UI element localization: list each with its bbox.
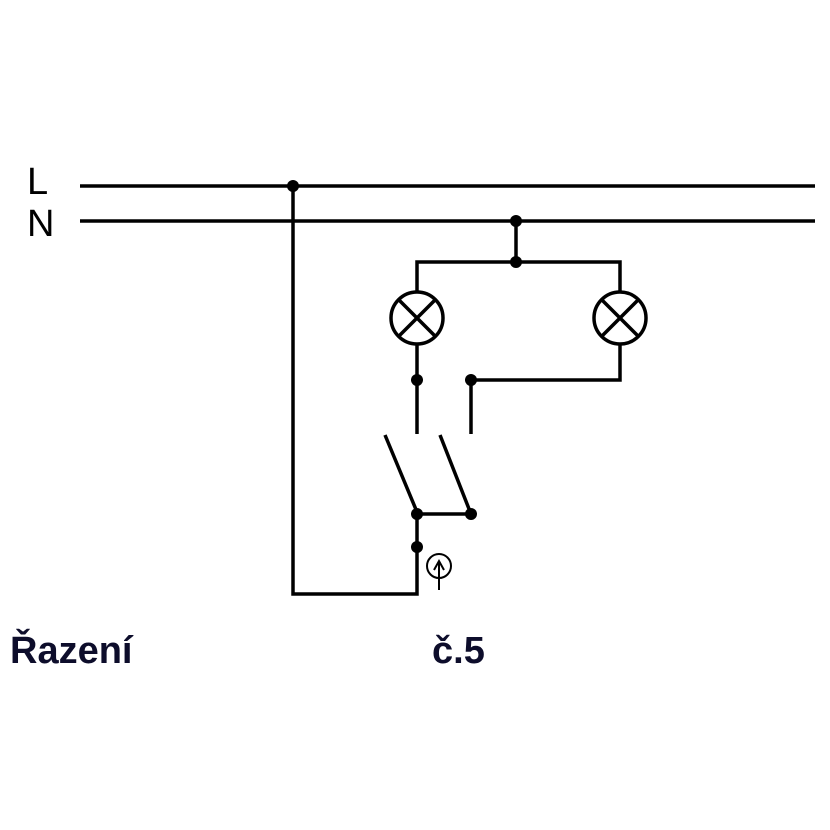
junction-dot — [510, 215, 522, 227]
junction-dot — [510, 256, 522, 268]
junction-dot — [287, 180, 299, 192]
switch-blade-2 — [438, 434, 473, 515]
junction-dot — [465, 374, 477, 386]
live-label: L — [27, 161, 49, 203]
neutral-label: N — [27, 203, 55, 245]
caption-number: č.5 — [432, 630, 485, 672]
lamp-2-icon — [592, 290, 648, 346]
lamp-2-return-wire — [471, 344, 622, 382]
switch-blade-1 — [383, 434, 419, 513]
junction-dot — [411, 508, 423, 520]
junction-dot — [411, 541, 423, 553]
caption-title: Řazení — [10, 630, 133, 672]
lamp-1-icon — [389, 290, 445, 346]
light-sensor-icon — [426, 553, 452, 590]
live-feed-wire — [291, 186, 419, 596]
junction-dot — [411, 374, 423, 386]
junction-dot — [465, 508, 477, 520]
